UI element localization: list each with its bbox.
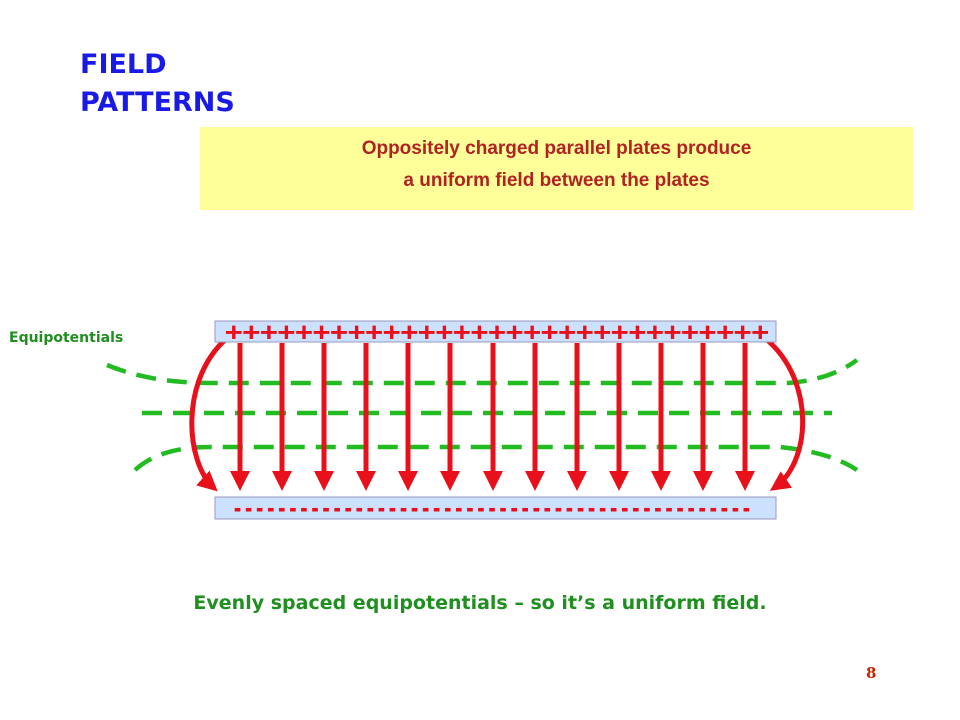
page-title: FIELD PATTERNS xyxy=(80,46,235,122)
negative-charges: ----------------------------------------… xyxy=(232,494,752,523)
positive-plate: +++++++++++++++++++++++++++++++ xyxy=(214,317,777,346)
page-number: 8 xyxy=(866,664,877,682)
callout-line-1: Oppositely charged parallel plates produ… xyxy=(361,138,752,159)
title-line-1: FIELD xyxy=(80,49,167,80)
equipotential-line-upper xyxy=(106,358,859,386)
callout-line-2: a uniform field between the plates xyxy=(403,170,710,191)
negative-plate: ----------------------------------------… xyxy=(214,494,777,523)
field-line-right-edge xyxy=(764,337,806,491)
positive-charges: +++++++++++++++++++++++++++++++ xyxy=(225,317,769,346)
equipotential-line-lower xyxy=(133,444,859,472)
title-line-2: PATTERNS xyxy=(80,87,235,118)
field-line-left-edge xyxy=(189,337,228,492)
caption: Evenly spaced equipotentials – so it’s a… xyxy=(193,592,767,614)
callout-box: Oppositely charged parallel plates produ… xyxy=(200,127,913,210)
equipotentials-label: Equipotentials xyxy=(9,330,124,346)
